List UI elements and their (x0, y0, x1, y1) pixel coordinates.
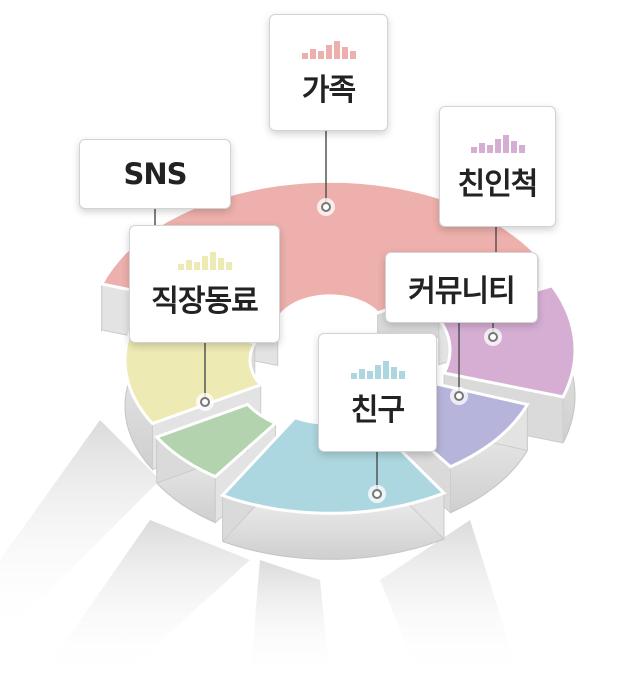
sns-label-card: SNS (79, 139, 231, 209)
bar-chart-icon-bar (317, 50, 324, 59)
friends-label-card: 친구 (318, 333, 437, 452)
friends-label: 친구 (350, 392, 405, 428)
bar-chart-icon-bar (225, 262, 232, 270)
bar-chart-icon-bar (502, 134, 509, 153)
leader-node (488, 332, 498, 342)
leader-node (454, 391, 464, 401)
bar-chart-icon-bar (478, 142, 485, 153)
sns-label: SNS (123, 157, 187, 191)
leader-lines (154, 131, 502, 503)
coworkers-label: 직장동료 (151, 284, 258, 319)
bar-chart-icon-bar (333, 40, 340, 59)
bar-chart-icon-bar (325, 44, 332, 59)
family-label-card: 가족 (269, 14, 388, 131)
bar-chart-icon-bar (309, 48, 316, 59)
bar-chart-icon-bar (486, 144, 493, 153)
bar-chart-icon-bar (398, 370, 405, 379)
coworkers-label-card: 직장동료 (129, 225, 280, 343)
bar-chart-icon-bar (193, 262, 200, 270)
bar-chart-icon-bar (217, 258, 224, 270)
cast-shadow (0, 420, 160, 640)
bar-chart-icon-bar (177, 264, 184, 270)
bar-chart-icon-bar (382, 360, 389, 379)
family-label: 가족 (301, 72, 356, 108)
bar-chart-icon (177, 248, 232, 270)
cast-shadow (40, 520, 250, 678)
relatives-label: 친인척 (457, 166, 539, 202)
bar-chart-icon (470, 131, 525, 153)
bar-chart-icon-bar (470, 146, 477, 153)
green-segment (154, 402, 279, 479)
community-label: 커뮤니티 (408, 273, 515, 309)
bar-chart-icon-bar (350, 372, 357, 379)
bar-chart-icon (301, 37, 356, 59)
bar-chart-icon-bar (518, 144, 525, 153)
bar-chart-icon-bar (201, 256, 208, 270)
bar-chart-icon-bar (301, 52, 308, 59)
leader-node (321, 202, 331, 212)
bar-chart-icon-bar (374, 364, 381, 379)
relatives-label-card: 친인척 (439, 106, 556, 227)
bar-chart-icon-bar (366, 370, 373, 379)
bar-chart-icon-bar (349, 50, 356, 59)
coworkers-segment (123, 314, 264, 426)
cast-shadows (0, 420, 520, 678)
bar-chart-icon-bar (358, 368, 365, 379)
bar-chart-icon-bar (494, 138, 501, 153)
bar-chart-icon-bar (185, 260, 192, 270)
leader-node (200, 397, 210, 407)
bar-chart-icon-bar (390, 366, 397, 379)
bar-chart-icon-bar (209, 252, 216, 270)
bar-chart-icon (350, 357, 405, 379)
cast-shadow (250, 560, 330, 678)
leader-node (372, 489, 382, 499)
bar-chart-icon-bar (510, 140, 517, 153)
cast-shadow (380, 520, 520, 678)
bar-chart-icon-bar (341, 46, 348, 59)
community-label-card: 커뮤니티 (385, 252, 538, 323)
